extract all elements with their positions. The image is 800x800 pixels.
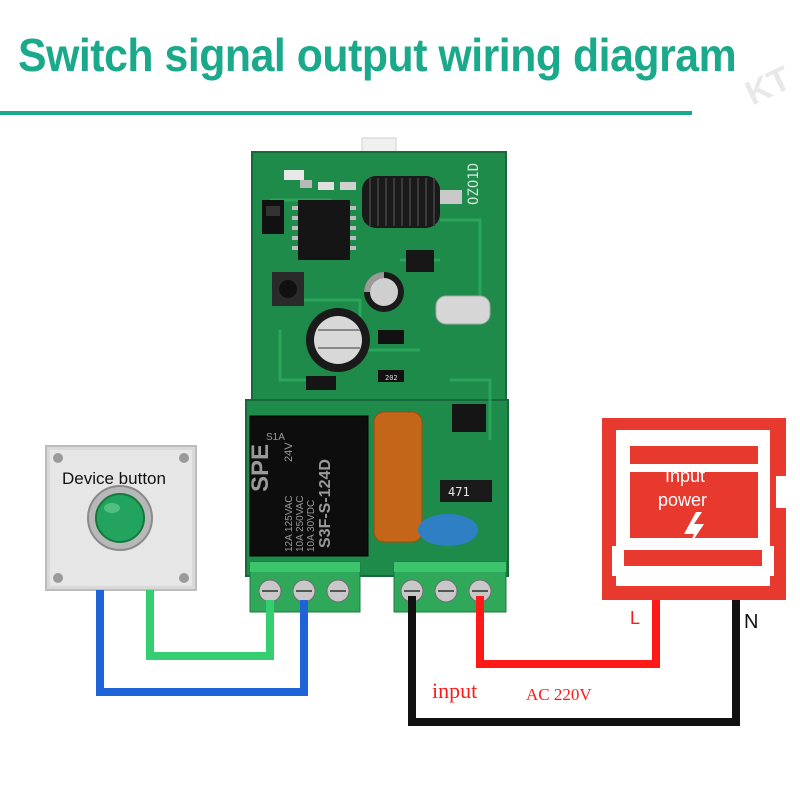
blue-capacitor [418,514,478,546]
input-power-label-1: Input [665,466,705,486]
capacitor-large [306,308,370,372]
terminal-l-label: L [630,608,640,628]
varistor [440,480,492,502]
smd-led [284,170,304,180]
title-underline [0,111,692,115]
wire-red [476,596,660,668]
relay-rating-1: 12A 125VAC [284,495,295,552]
input-power-label-2: power [658,490,707,510]
resistor-marking: 202 [385,374,398,382]
device-button-box: Device button [45,445,197,591]
crystal [435,295,491,325]
regulator [452,404,486,432]
film-capacitor [373,411,423,543]
input-power-box: Input power [602,418,786,600]
capacitor-small [364,272,404,312]
screw-icon [53,573,63,583]
push-button [95,493,145,543]
terminal-n-label: N [744,611,758,633]
wire-green [146,590,274,660]
relay-rating-3: 10A 30VDC [306,500,317,552]
relay-coil: 24V [283,442,295,462]
relay-rating-2: 10A 250VAC [295,495,306,552]
page-title: Switch signal output wiring diagram [18,29,737,81]
screw-icon [179,453,189,463]
antenna-marking: OZO1D [466,163,482,205]
ic-chip [298,200,350,260]
jumper [262,200,284,234]
voltage-label: AC 220V [526,685,592,704]
wires [96,590,740,726]
watermark: KT [739,59,796,113]
varistor-marking: 471 [448,485,470,499]
wire-black [408,596,740,726]
lightning-icon [684,512,704,548]
receiver-module: OZO1D [245,137,509,613]
input-label: input [432,678,477,703]
antenna-coil [362,176,462,228]
screw-icon [53,453,63,463]
relay-model: S3F-S-124D [317,459,334,548]
relay: SPE S3F-S-124D S1A 24V 12A 125VAC 10A 25… [247,415,369,557]
relay-series: S1A [266,432,285,443]
device-button-label: Device button [62,469,166,488]
wire-blue [96,590,308,696]
relay-brand: SPE [247,444,274,492]
screw-icon [179,573,189,583]
